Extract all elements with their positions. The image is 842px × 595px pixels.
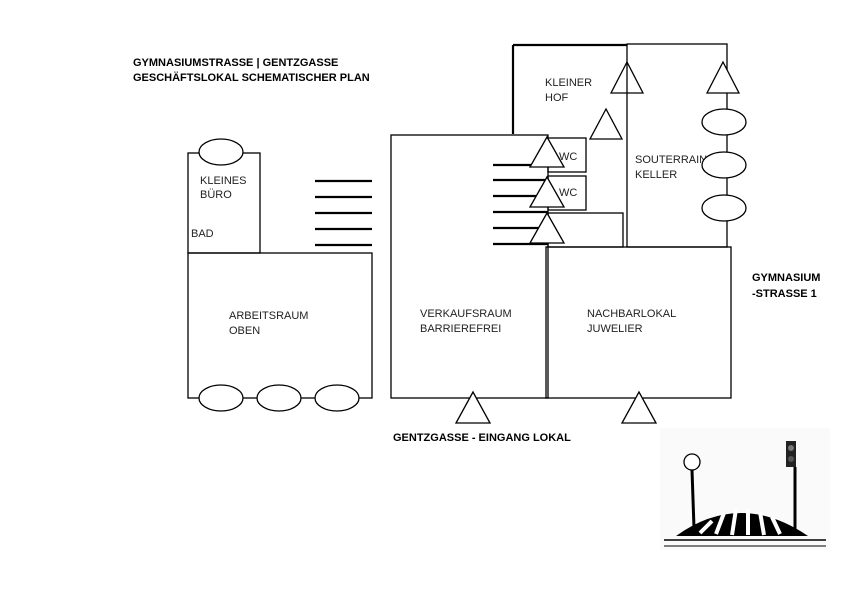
room-label-hof: HOF — [545, 92, 569, 104]
plan-title-line-1: GYMNASIUMSTRASSE | GENTZGASSE — [133, 57, 338, 69]
crosswalk-illustration — [660, 428, 830, 550]
room-label-kleines: KLEINES — [200, 175, 246, 187]
street-label-gentzgasse: GENTZGASSE - EINGANG LOKAL — [393, 432, 571, 444]
window-ellipse-arbeitsraum-2 — [256, 384, 302, 412]
entrance-triangle-verkaufsraum — [454, 390, 492, 424]
window-ellipse-keller-1 — [701, 108, 747, 136]
pedestrian-head — [683, 453, 701, 471]
room-label-nachbarlokal: NACHBARLOKAL — [587, 308, 676, 320]
room-label-bad: BAD — [191, 228, 214, 240]
window-ellipse-arbeitsraum-1 — [198, 384, 244, 412]
plan-title-line-2: GESCHÄFTSLOKAL SCHEMATISCHER PLAN — [133, 71, 370, 84]
room-label-wc-2: WC — [559, 187, 577, 199]
zebra-crossing — [676, 513, 808, 536]
window-ellipse-buero — [198, 138, 244, 166]
triangle-marker-corridor — [528, 211, 566, 244]
window-ellipse-arbeitsraum-3 — [314, 384, 360, 412]
room-label-keller: KELLER — [635, 169, 677, 181]
triangle-marker-wc-1 — [528, 135, 566, 168]
room-label-buero: BÜRO — [200, 189, 232, 201]
room-label-verkaufsraum: VERKAUFSRAUM — [420, 308, 512, 320]
keller-triangle-marker — [705, 60, 741, 94]
street-label-gymnasium-1: GYMNASIUM — [752, 272, 820, 284]
room-label-barrierefrei: BARRIEREFREI — [420, 323, 501, 335]
pedestrian-body — [690, 469, 696, 529]
street-label-gymnasium-2: -STRASSE 1 — [752, 288, 817, 300]
staircase-left — [315, 179, 372, 247]
window-ellipse-keller-3 — [701, 194, 747, 222]
traffic-light — [786, 441, 796, 467]
entrance-triangle-nachbarlokal — [620, 390, 658, 424]
room-label-oben: OBEN — [229, 325, 260, 337]
room-label-souterrain: SOUTERRAIN- — [635, 154, 711, 166]
room-label-wc-1: WC — [559, 151, 577, 163]
room-arbeitsraum-oben — [187, 252, 373, 399]
window-ellipse-keller-2 — [701, 151, 747, 179]
room-label-kleiner: KLEINER — [545, 77, 592, 89]
triangle-marker-wc-2 — [528, 175, 566, 208]
room-label-juwelier: JUWELIER — [587, 323, 643, 335]
room-verkaufsraum — [390, 134, 549, 399]
hof-triangle-marker-2 — [588, 107, 624, 140]
room-label-arbeitsraum: ARBEITSRAUM — [229, 310, 308, 322]
